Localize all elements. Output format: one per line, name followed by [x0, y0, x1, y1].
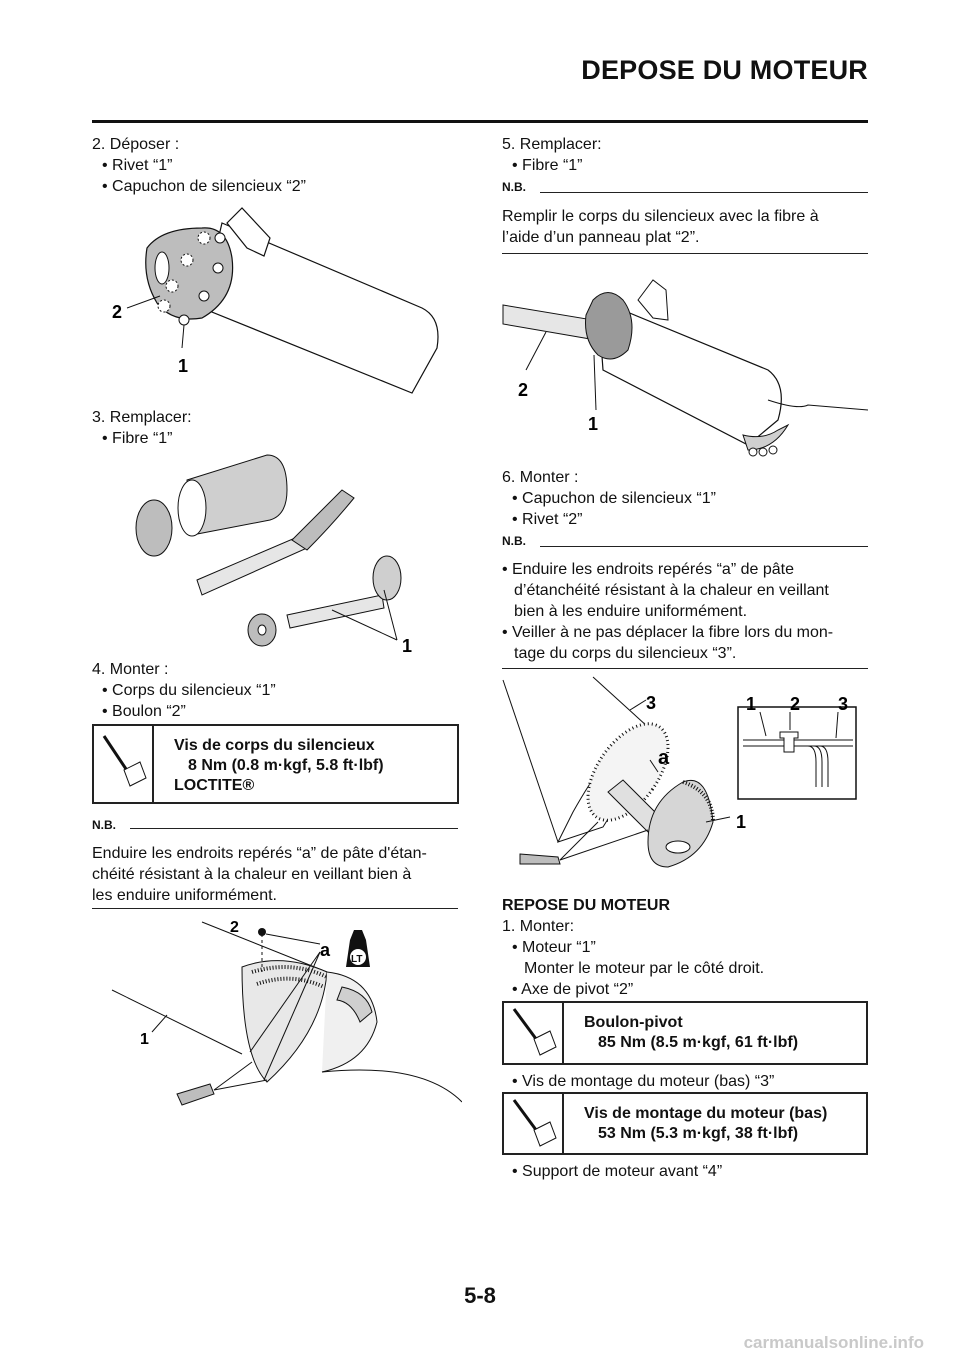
torque-value: 53 Nm (5.3 m·kgf, 38 ft·lbf)	[598, 1125, 799, 1142]
figure-sealant-application: LT 2 a 1	[92, 912, 462, 1112]
install-item: • Vis de montage du moteur (bas) “3”	[512, 1073, 775, 1090]
install-item: • Moteur “1”	[512, 939, 596, 956]
torque-wrench-icon	[504, 1003, 564, 1063]
step-2-title: 2. Déposer :	[92, 136, 180, 153]
step-4-item: • Corps du silencieux “1”	[102, 682, 276, 699]
install-item: • Axe de pivot “2”	[512, 981, 634, 998]
step-4-item: • Boulon “2”	[102, 703, 186, 720]
step-4-title: 4. Monter :	[92, 661, 169, 678]
figure-label: 1	[588, 414, 598, 434]
nb-label: N.B.	[92, 818, 116, 832]
nb-label: N.B.	[502, 180, 526, 194]
nb-end-rule	[502, 668, 868, 669]
install-item: • Support de moteur avant “4”	[512, 1163, 723, 1180]
nb-text: d’étanchéité résistant à la chaleur en v…	[514, 582, 829, 599]
nb-text: tage du corps du silencieux “3”.	[514, 645, 737, 662]
figure-label: 3	[838, 694, 848, 714]
step-6-item: • Capuchon de silencieux “1”	[512, 490, 716, 507]
figure-muffler-body-install: 3 1 2 3 a 1	[498, 672, 868, 872]
nb-text: Remplir le corps du silencieux avec la f…	[502, 208, 819, 225]
step-6-title: 6. Monter :	[502, 469, 579, 486]
figure-label: 2	[790, 694, 800, 714]
torque-note: LOCTITE®	[174, 777, 255, 794]
nb-label: N.B.	[502, 534, 526, 548]
figure-label: 1	[736, 812, 746, 832]
nb-end-rule	[92, 908, 458, 909]
page-number: 5-8	[464, 1283, 496, 1308]
nb-text: • Enduire les endroits repérés “a” de pâ…	[502, 561, 794, 578]
loctite-badge-icon: LT	[351, 954, 362, 965]
nb-end-rule	[502, 253, 868, 254]
figure-fiber-replacement: 1	[92, 450, 462, 660]
section-title: REPOSE DU MOTEUR	[502, 897, 671, 914]
torque-value: 8 Nm (0.8 m·kgf, 5.8 ft·lbf)	[188, 757, 384, 774]
figure-label: 2	[230, 919, 239, 936]
nb-text: chéité résistant à la chaleur en veillan…	[92, 866, 412, 883]
header-rule	[92, 120, 868, 123]
step-3-title: 3. Remplacer:	[92, 409, 192, 426]
figure-label: 1	[402, 636, 412, 656]
torque-label: Vis de montage du moteur (bas)	[584, 1105, 828, 1122]
watermark: carmanualsonline.info	[743, 1333, 924, 1352]
nb-rule	[540, 546, 868, 547]
figure-muffler-cap-removal: 2 1	[92, 198, 462, 408]
step-5-title: 5. Remplacer:	[502, 136, 602, 153]
figure-label: 2	[112, 302, 122, 322]
step-2-item: • Rivet “1”	[102, 157, 173, 174]
torque-value: 85 Nm (8.5 m·kgf, 61 ft·lbf)	[598, 1034, 799, 1051]
nb-rule	[540, 192, 868, 193]
step-2-item: • Capuchon de silencieux “2”	[102, 178, 306, 195]
nb-text: bien à les enduire uniformément.	[514, 603, 748, 620]
nb-text: Enduire les endroits repérés “a” de pâte…	[92, 845, 427, 862]
figure-label: 1	[746, 694, 756, 714]
step-5-item: • Fibre “1”	[512, 157, 583, 174]
torque-wrench-icon	[94, 726, 154, 802]
figure-label: 3	[646, 693, 656, 713]
torque-label: Boulon-pivot	[584, 1014, 683, 1031]
figure-label: a	[658, 747, 670, 769]
nb-text: • Veiller à ne pas déplacer la fibre lor…	[502, 624, 834, 641]
figure-filling-fiber: 2 1	[498, 260, 868, 465]
install-item: Monter le moteur par le côté droit.	[524, 960, 765, 977]
nb-text: les enduire uniformément.	[92, 887, 277, 904]
step-6-item: • Rivet “2”	[512, 511, 583, 528]
figure-label: a	[320, 940, 331, 960]
figure-label: 1	[178, 356, 188, 376]
figure-label: 2	[518, 380, 528, 400]
install-step-title: 1. Monter:	[502, 918, 575, 935]
figure-label: 1	[140, 1031, 149, 1048]
torque-spec-engine-mount-lower: Vis de montage du moteur (bas) 53 Nm (5.…	[502, 1092, 868, 1155]
torque-wrench-icon	[504, 1094, 564, 1153]
page-title: DEPOSE DU MOTEUR	[581, 55, 868, 85]
torque-spec-muffler-body: Vis de corps du silencieux 8 Nm (0.8 m·k…	[92, 724, 459, 804]
torque-label: Vis de corps du silencieux	[174, 737, 375, 754]
nb-rule	[130, 828, 458, 829]
torque-spec-pivot-bolt: Boulon-pivot 85 Nm (8.5 m·kgf, 61 ft·lbf…	[502, 1001, 868, 1065]
nb-text: l’aide d’un panneau plat “2”.	[502, 229, 700, 246]
step-3-item: • Fibre “1”	[102, 430, 173, 447]
